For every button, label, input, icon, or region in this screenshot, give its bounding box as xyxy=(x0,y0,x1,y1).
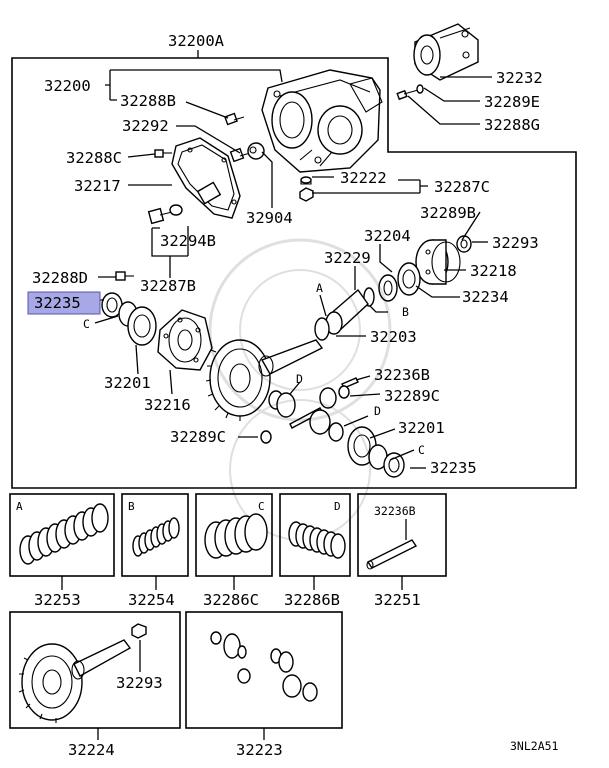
label-nut[interactable]: 32222 xyxy=(340,169,387,187)
label-drain-plug[interactable]: 32294B xyxy=(160,232,216,250)
kit-a-box[interactable]: A 32253 xyxy=(9,493,115,609)
pinion-gears-drawing xyxy=(260,377,359,444)
label-pinion-seal[interactable]: 32229 xyxy=(324,249,371,267)
label-housing-bolt[interactable]: 32288B xyxy=(120,92,176,110)
kit-pin-box[interactable]: 32236B 32251 xyxy=(357,493,447,609)
callout-d2: D xyxy=(374,404,381,418)
shims-d-drawing xyxy=(288,521,346,559)
label-spacer[interactable]: 32204 xyxy=(364,227,411,245)
label-washer-c2[interactable]: 32289C xyxy=(170,428,226,446)
label-pin-lock[interactable]: 32236B xyxy=(374,366,430,384)
label-mount-bush[interactable]: 32232 xyxy=(496,69,543,87)
label-assembly[interactable]: 32200A xyxy=(168,32,225,50)
lock-pin-drawing xyxy=(366,539,418,570)
kit-c-box[interactable]: C 32286C xyxy=(195,493,273,609)
side-bearing-right-drawing xyxy=(347,426,405,478)
part-labels: 32200A 32200 32288B 32292 32288C 32217 3… xyxy=(32,32,543,477)
label-kit-pin[interactable]: 32251 xyxy=(374,591,421,609)
label-diff-gear-set[interactable]: 32223 xyxy=(236,741,283,759)
label-gear-set-nut[interactable]: 32293 xyxy=(116,674,163,692)
kit-b-tag: B xyxy=(128,500,135,513)
callout-c2: C xyxy=(418,443,425,457)
label-bearing-pinion[interactable]: 32234 xyxy=(462,288,509,306)
label-gear-set[interactable]: 32224 xyxy=(68,741,115,759)
kit-a-tag: A xyxy=(16,500,23,513)
label-shim-pinion[interactable]: 32203 xyxy=(370,328,417,346)
watermark-logo xyxy=(208,238,392,541)
bolt-icons xyxy=(115,112,314,281)
label-cover[interactable]: 32217 xyxy=(74,177,121,195)
callout-letters: A B C D D C xyxy=(83,281,425,457)
label-washer-c[interactable]: 32289C xyxy=(384,387,440,405)
label-housing[interactable]: 32200 xyxy=(44,77,91,95)
kit-c-tag: C xyxy=(258,500,265,513)
callout-b: B xyxy=(402,305,409,319)
shims-c-drawing xyxy=(204,513,268,559)
kit-d-tag: D xyxy=(334,500,341,513)
side-bearing-left-drawing xyxy=(101,292,157,346)
leader-lines xyxy=(94,50,488,469)
cover-drawing xyxy=(171,137,241,219)
highlight-box xyxy=(27,291,101,315)
diff-gear-set-box[interactable]: 32223 xyxy=(185,611,343,759)
label-washer-e[interactable]: 32289E xyxy=(484,93,540,111)
label-bearing-side-l[interactable]: 32235 xyxy=(34,294,81,312)
label-kit-c[interactable]: 32286C xyxy=(203,591,259,609)
housing-drawing xyxy=(261,69,383,173)
label-kit-d[interactable]: 32286B xyxy=(284,591,340,609)
label-bearing-cup-l[interactable]: 32201 xyxy=(104,374,151,392)
diff-gears-drawing xyxy=(210,631,318,702)
label-kit-a[interactable]: 32253 xyxy=(34,591,81,609)
label-bearing-cup-r[interactable]: 32201 xyxy=(398,419,445,437)
gear-set-box[interactable]: 32293 32224 xyxy=(9,611,181,759)
ring-gear-drawing xyxy=(205,339,324,421)
diagram-code: 3NL2A51 xyxy=(510,739,559,753)
label-cover-plug[interactable]: 32292 xyxy=(122,117,169,135)
callout-c: C xyxy=(83,317,90,331)
assembly-frame xyxy=(11,57,577,489)
label-flange-nut[interactable]: 32293 xyxy=(492,234,539,252)
shims-b-drawing xyxy=(132,517,180,557)
label-kit-pin-inner: 32236B xyxy=(374,504,416,518)
label-bolt-d[interactable]: 32288D xyxy=(32,269,88,287)
label-cover-bolt[interactable]: 32288C xyxy=(66,149,122,167)
mount-bush-drawing xyxy=(396,23,479,101)
kit-d-box[interactable]: D 32286B xyxy=(279,493,351,609)
callout-d: D xyxy=(296,372,303,386)
gear-set-drawing xyxy=(18,623,147,723)
label-kit-b[interactable]: 32254 xyxy=(128,591,175,609)
label-breather[interactable]: 32904 xyxy=(246,209,293,227)
label-bolt-g[interactable]: 32288G xyxy=(484,116,540,134)
label-washer-b[interactable]: 32289B xyxy=(420,204,476,222)
label-flange[interactable]: 32218 xyxy=(470,262,517,280)
label-plug-kit[interactable]: 32287B xyxy=(140,277,196,295)
label-bearing-side-r[interactable]: 32235 xyxy=(430,459,477,477)
label-case[interactable]: 32216 xyxy=(144,396,191,414)
callout-a: A xyxy=(316,281,323,295)
shims-a-drawing xyxy=(19,503,109,565)
label-nut-set[interactable]: 32287C xyxy=(434,178,490,196)
kit-b-box[interactable]: B 32254 xyxy=(121,493,189,609)
diff-case-drawing xyxy=(157,309,213,371)
